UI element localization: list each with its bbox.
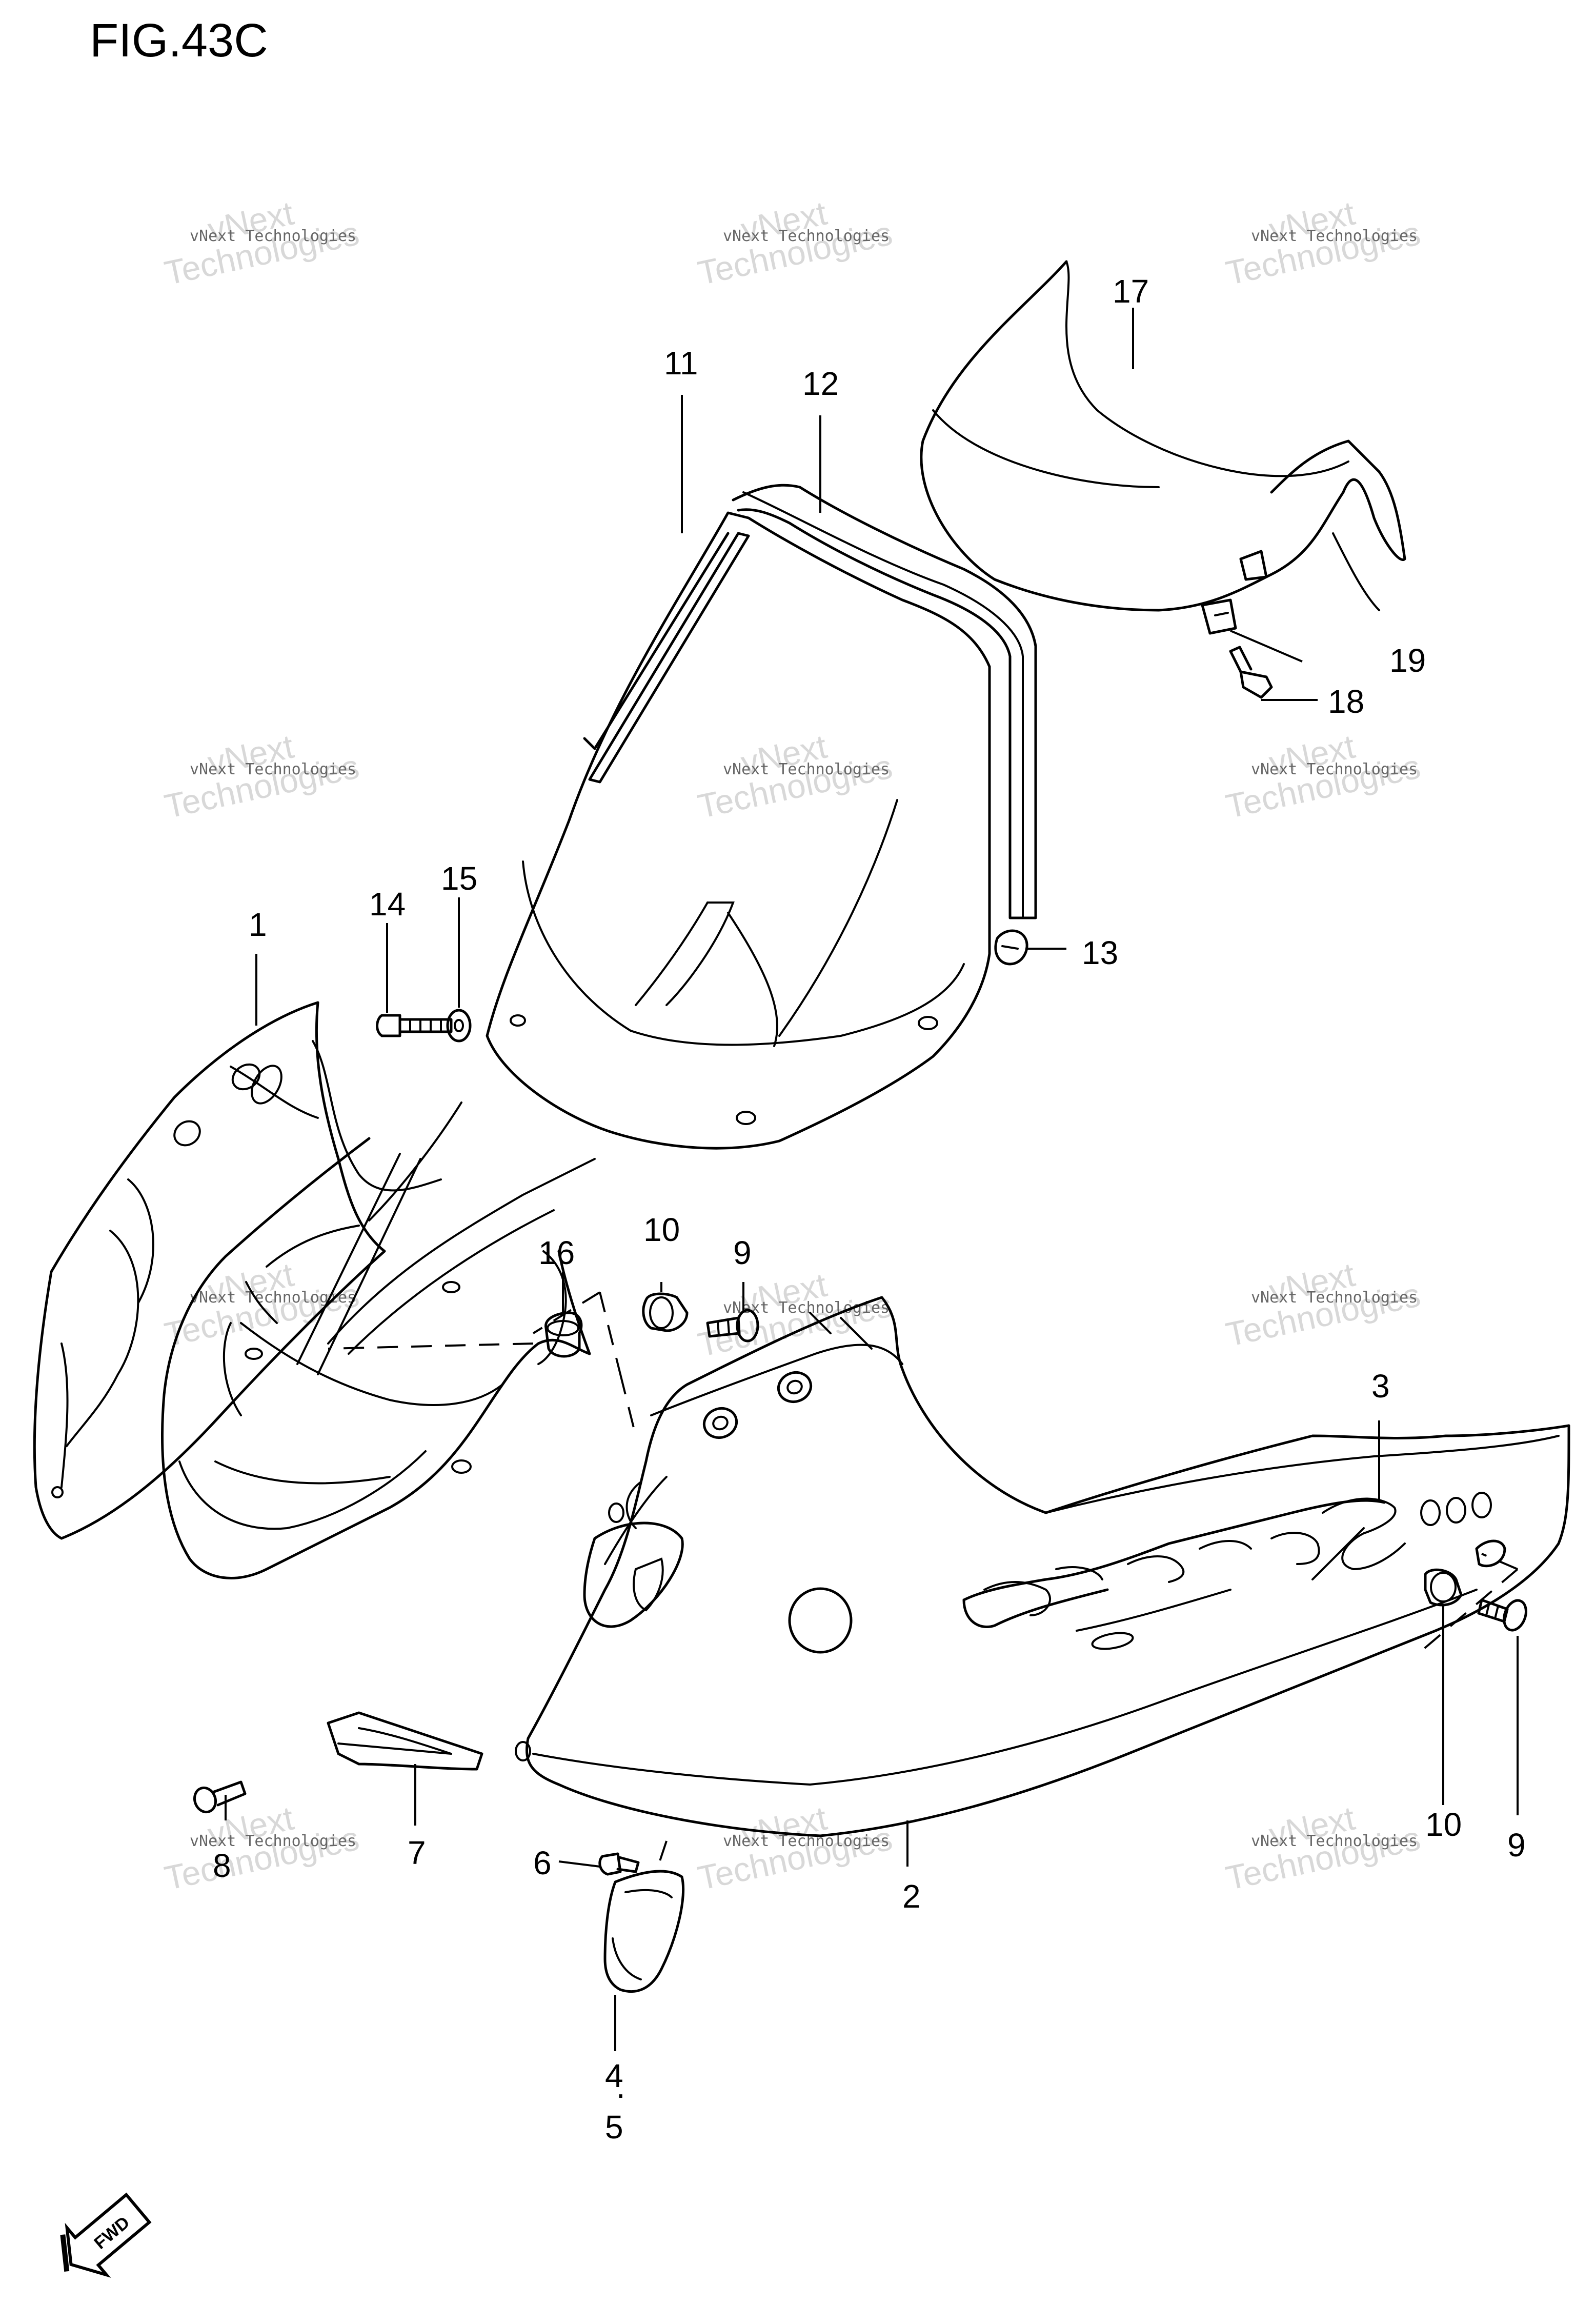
part-4-5-lower-bracket <box>603 1870 685 1993</box>
callout-labels: 1 2 3 4 · 5 6 7 8 9 9 10 10 11 12 13 14 … <box>213 273 1526 2146</box>
svg-text:vNext Technologies: vNext Technologies <box>190 227 356 245</box>
callout-1: 1 <box>249 906 267 943</box>
svg-text:vNext Technologies: vNext Technologies <box>1251 760 1418 778</box>
svg-text:vNext Technologies: vNext Technologies <box>1251 1289 1418 1307</box>
callout-9-lower: 9 <box>1507 1827 1526 1864</box>
part-10-grommet-lower <box>1424 1568 1463 1607</box>
part-15-washer <box>446 1009 472 1043</box>
callout-19: 19 <box>1389 642 1426 679</box>
svg-text:vNext Technologies: vNext Technologies <box>190 1289 356 1307</box>
svg-text:vNext Technologies: vNext Technologies <box>190 760 356 778</box>
callout-7: 7 <box>408 1834 426 1871</box>
part-10-grommet-upper <box>642 1292 689 1332</box>
svg-text:vNext Technologies: vNext Technologies <box>723 760 890 778</box>
fwd-direction-badge: FWD <box>60 2192 152 2278</box>
callout-11: 11 <box>664 345 698 382</box>
part-11-windscreen <box>486 511 991 1150</box>
callout-4: 4 <box>605 2057 623 2094</box>
part-12-windscreen-seal <box>732 484 1037 919</box>
callout-6: 6 <box>533 1845 552 1881</box>
callout-12: 12 <box>802 365 839 402</box>
callout-2: 2 <box>902 1878 921 1915</box>
svg-text:vNext Technologies: vNext Technologies <box>723 227 890 245</box>
part-16-grommet <box>544 1311 583 1358</box>
svg-text:vNext Technologies: vNext Technologies <box>1251 1832 1418 1850</box>
part-9-screw-upper <box>706 1309 759 1343</box>
callout-17: 17 <box>1113 273 1149 310</box>
alignment-lines <box>328 1291 1519 1872</box>
callout-9-upper: 9 <box>733 1234 752 1271</box>
callout-5: 5 <box>605 2109 623 2146</box>
part-8-screw <box>193 1780 247 1814</box>
callout-14: 14 <box>369 886 406 923</box>
part-13-well-nut <box>994 929 1028 966</box>
callout-18: 18 <box>1328 683 1364 720</box>
callout-8: 8 <box>213 1847 231 1884</box>
part-7-bracket <box>327 1711 483 1771</box>
part-19-clip <box>1201 598 1237 635</box>
svg-text:vNext Technologies: vNext Technologies <box>190 1832 356 1850</box>
callout-15: 15 <box>441 860 477 897</box>
callout-10-upper: 10 <box>643 1211 680 1248</box>
part-6-screw <box>598 1852 640 1876</box>
part-14-screw <box>376 1014 453 1037</box>
callout-10-lower: 10 <box>1425 1806 1462 1843</box>
callout-13: 13 <box>1082 934 1118 971</box>
part-18-screw <box>1229 646 1273 699</box>
svg-text:vNext Technologies: vNext Technologies <box>723 1299 890 1317</box>
callout-dot: · <box>615 2075 626 2112</box>
svg-text:vNext Technologies: vNext Technologies <box>1251 227 1418 245</box>
part-3-emblem <box>962 1492 1492 1650</box>
part-9-screw-lower <box>1477 1598 1527 1632</box>
figure-title: FIG.43C <box>90 14 268 67</box>
part-1-side-cowling <box>33 1001 442 1540</box>
callout-3: 3 <box>1371 1368 1390 1405</box>
part-2-under-cowling <box>515 1296 1570 1837</box>
part-17-upper-cover <box>920 260 1406 612</box>
leader-lines <box>225 308 1519 2051</box>
callout-16: 16 <box>538 1234 575 1271</box>
